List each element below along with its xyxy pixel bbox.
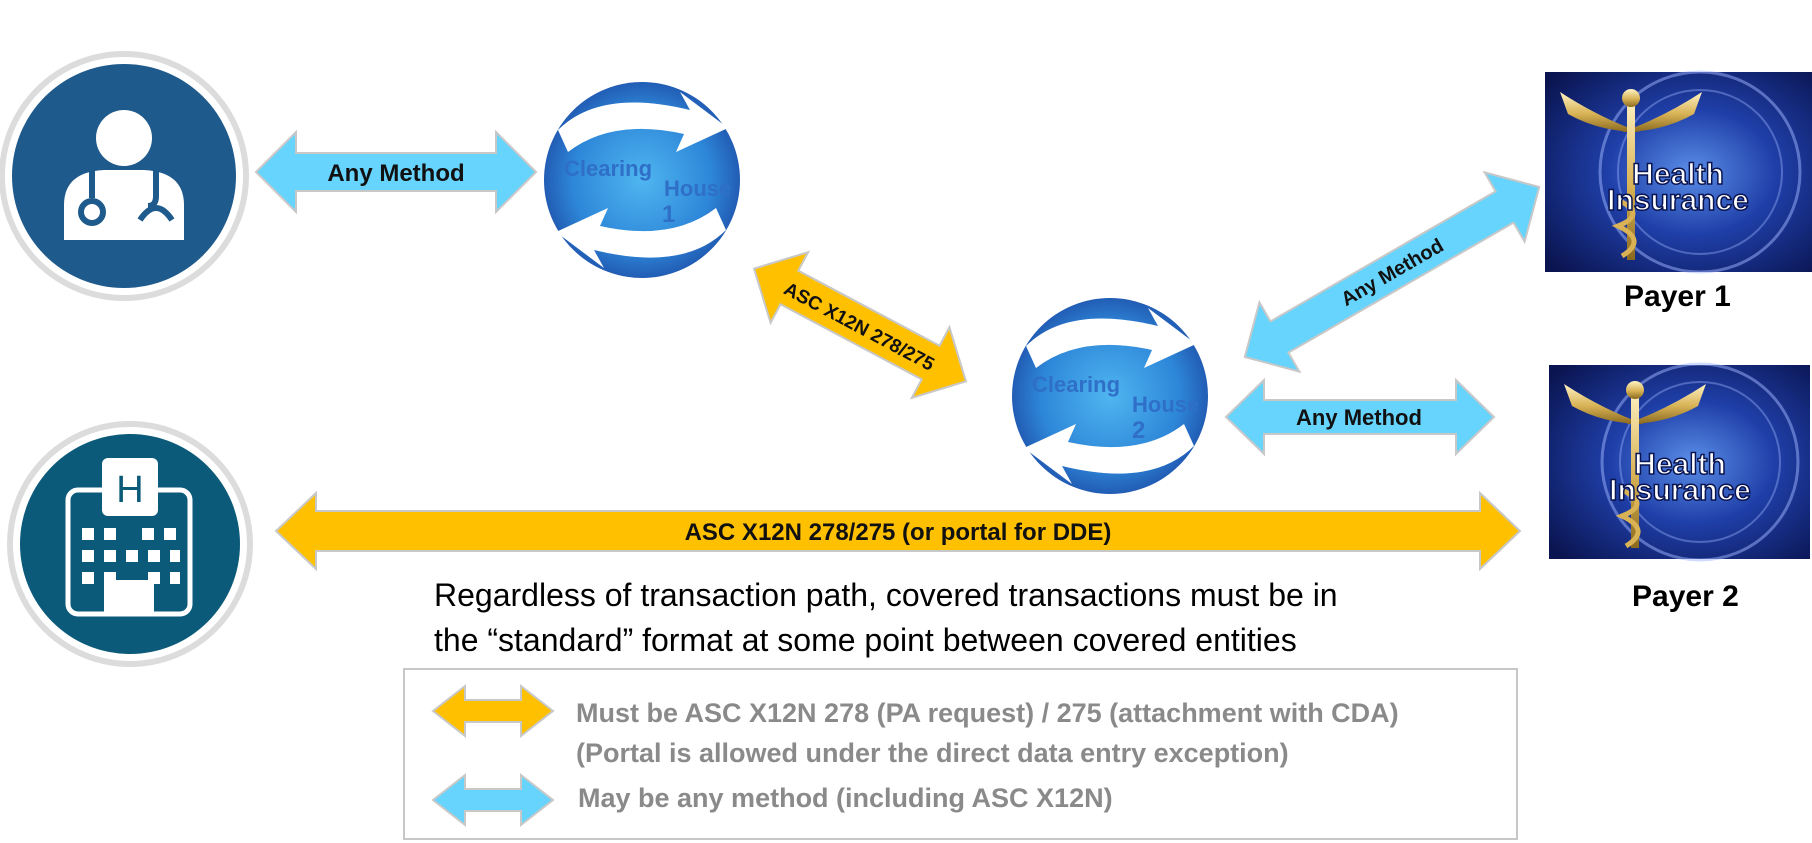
swirl-arrows-icon xyxy=(1024,308,1196,484)
clearing-house-2-label-2: House xyxy=(1132,392,1199,417)
arrow-provider-ch1 xyxy=(254,129,538,215)
clearing-house-1-label: Clearing xyxy=(564,156,652,181)
payer-2-badge-line1: Health xyxy=(1634,448,1726,481)
caduceus-icon xyxy=(1560,89,1702,260)
swirl-arrows-icon xyxy=(556,92,728,268)
arrow-ch2-payer2 xyxy=(1224,377,1496,457)
legend-orange-line-1: Must be ASC X12N 278 (PA request) / 275 … xyxy=(576,698,1399,728)
clearing-house-1-label-2: House xyxy=(664,176,731,201)
payer-1-label: Payer 1 xyxy=(1624,280,1731,313)
payer-2-label: Payer 2 xyxy=(1632,580,1739,613)
arrow-label-hospital-payer2: ASC X12N 278/275 (or portal for DDE) xyxy=(685,519,1112,546)
legend-orange-arrow xyxy=(431,683,555,739)
legend-orange-line-2: (Portal is allowed under the direct data… xyxy=(576,738,1289,768)
payer-1-badge: Health Insurance xyxy=(1545,70,1812,274)
clearing-house-1-number: 1 xyxy=(662,201,675,228)
hospital-node: H xyxy=(7,421,253,667)
caduceus-icon xyxy=(1564,381,1706,549)
statement: Regardless of transaction path, covered … xyxy=(434,573,1434,663)
payer-1-badge-line2: Insurance xyxy=(1607,184,1749,217)
arrow-label-ch1-ch2: ASC X12N 278/275 xyxy=(780,279,938,376)
arrow-label-ch2-payer2: Any Method xyxy=(1296,405,1422,430)
clearing-house-1: Clearing House 1 xyxy=(540,78,744,282)
statement-line-1: Regardless of transaction path, covered … xyxy=(434,577,1338,613)
arrow-ch1-ch2 xyxy=(752,250,968,400)
legend-blue-line-1: May be any method (including ASC X12N) xyxy=(578,783,1113,813)
legend-blue-arrow xyxy=(431,772,555,828)
arrow-hospital-payer2 xyxy=(274,490,1522,572)
arrow-label-provider-ch1: Any Method xyxy=(327,160,464,187)
clearing-house-2-label: Clearing xyxy=(1032,372,1120,397)
hospital-sign-text: H xyxy=(116,469,143,511)
legend-box xyxy=(403,668,1518,840)
doctor-icon xyxy=(64,110,184,240)
payer-1-badge-line1: Health xyxy=(1632,158,1724,191)
clearing-house-2-number: 2 xyxy=(1132,417,1145,444)
payer-2-badge: Health Insurance xyxy=(1549,362,1810,562)
arrow-ch2-payer1 xyxy=(1243,170,1541,374)
hospital-icon: H xyxy=(65,458,193,617)
payer-2-badge-line2: Insurance xyxy=(1609,474,1751,507)
provider-node xyxy=(0,51,249,301)
clearing-house-2: Clearing House 2 xyxy=(1008,294,1212,498)
statement-line-2: the “standard” format at some point betw… xyxy=(434,622,1297,658)
